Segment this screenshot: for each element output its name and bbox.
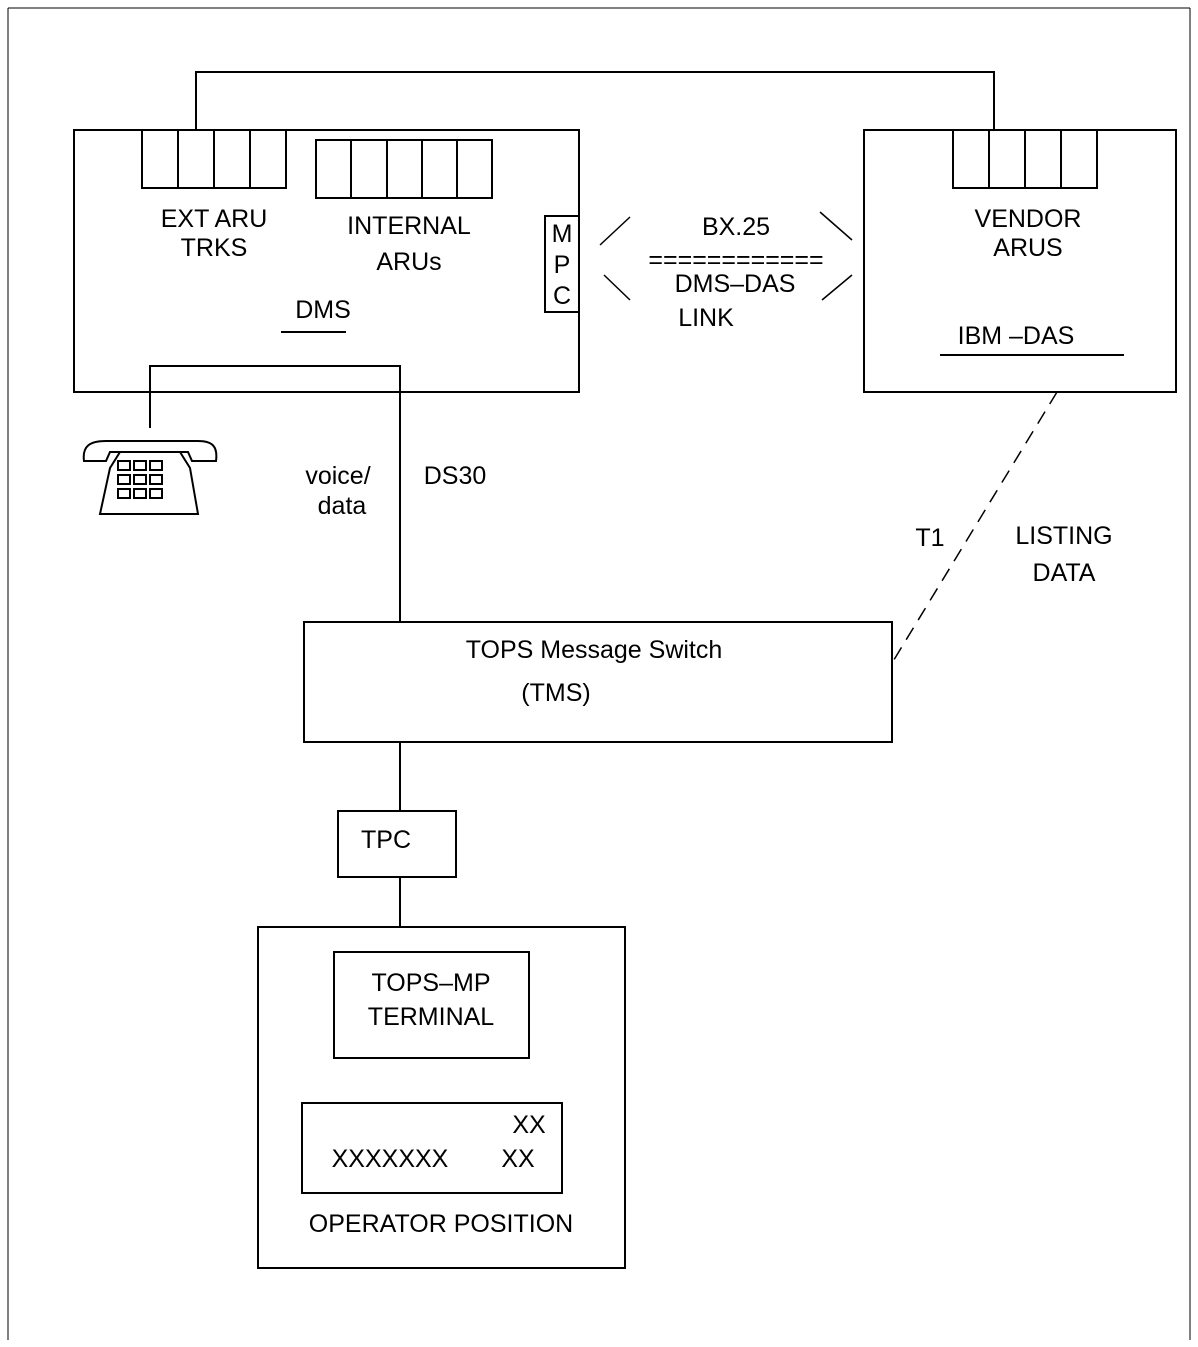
ext-aru-trunks xyxy=(141,129,287,189)
terminal-label: TERMINAL xyxy=(368,1003,495,1031)
data-listing-label: DATA xyxy=(1033,559,1096,587)
listing-label: LISTING xyxy=(1015,522,1112,550)
voice-data-trunk-line xyxy=(149,365,401,622)
screen-xx-top: XX xyxy=(512,1111,546,1139)
link-double-rule: ============ xyxy=(648,246,823,274)
trks-label: TRKS xyxy=(181,234,248,262)
vendor-arus-label: ARUS xyxy=(993,234,1062,262)
link-bracket-strokes xyxy=(599,211,853,301)
tpc-box xyxy=(337,810,457,878)
internal-arus-block xyxy=(315,139,493,199)
data-label: data xyxy=(318,492,367,520)
page-frame xyxy=(7,7,1191,1340)
tops-mp-label: TOPS–MP xyxy=(371,969,490,997)
mpc-box xyxy=(544,215,580,313)
operator-position: TOPS–MP TERMINAL XX XXXXXXX XX OPERATOR … xyxy=(257,926,626,1269)
telephone-icon xyxy=(82,440,218,515)
dms-switch: EXT ARU TRKS INTERNAL ARUs M P C DMS xyxy=(73,129,580,393)
screen-xx-bottom: XX xyxy=(501,1145,535,1173)
vendor-arus-block xyxy=(952,129,1098,189)
tms-box xyxy=(303,621,893,743)
ext-aru-label: EXT ARU xyxy=(161,205,268,233)
mpc-letter-c: C xyxy=(553,282,571,310)
ext-aru-to-vendor-connector xyxy=(195,71,995,130)
link-label: LINK xyxy=(678,304,734,332)
tpc-label: TPC xyxy=(361,826,411,854)
operator-position-label: OPERATOR POSITION xyxy=(309,1210,573,1238)
operator-box xyxy=(257,926,626,1269)
tms-title: TOPS Message Switch xyxy=(466,636,723,664)
voice-label: voice/ xyxy=(305,462,370,490)
vendor-label: VENDOR xyxy=(975,205,1082,233)
screen-xxxxxxx: XXXXXXX xyxy=(332,1145,449,1173)
dms-das-link: BX.25 ============ DMS–DAS LINK xyxy=(599,211,853,332)
mpc-letter-m: M xyxy=(552,220,573,248)
t1-dashed-link xyxy=(891,391,1058,664)
tms-abbrev: (TMS) xyxy=(521,679,590,707)
tpc: TPC xyxy=(337,810,457,878)
tops-message-switch: TOPS Message Switch (TMS) xyxy=(303,621,893,743)
internal-label: INTERNAL xyxy=(347,212,471,240)
ds30-label: DS30 xyxy=(424,462,487,490)
operator-screen-box xyxy=(301,1102,563,1194)
dms-label: DMS xyxy=(295,296,351,324)
ibm-das-label: IBM –DAS xyxy=(958,322,1075,350)
arus-label: ARUs xyxy=(376,248,441,276)
t1-label: T1 xyxy=(915,524,944,552)
dms-das-label: DMS–DAS xyxy=(675,270,796,298)
ibm-das: VENDOR ARUS IBM –DAS xyxy=(863,129,1177,393)
mpc-letter-p: P xyxy=(554,251,571,279)
dms-box xyxy=(73,129,580,393)
tops-mp-terminal-box xyxy=(333,951,530,1059)
bx25-label: BX.25 xyxy=(702,213,770,241)
